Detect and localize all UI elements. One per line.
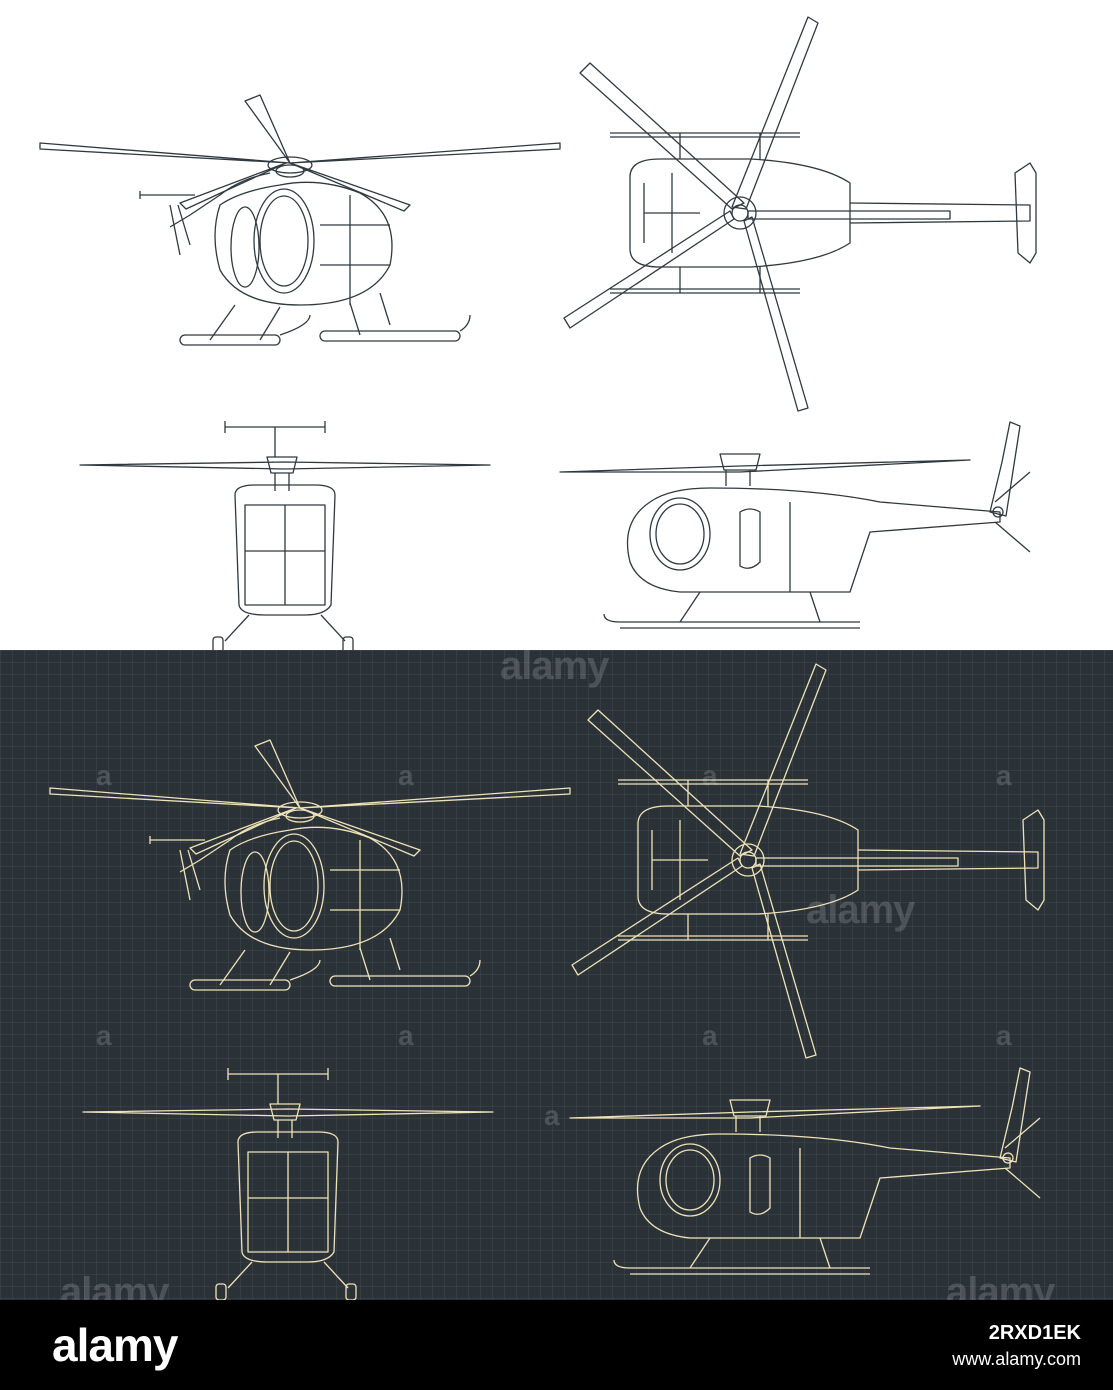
watermark-bottom-right: alamy (946, 1270, 1055, 1300)
light-drawings (39, 16, 1037, 650)
watermark-a-1: a (96, 760, 112, 791)
dark-drawings (49, 663, 1045, 1300)
stock-footer: alamy 2RXD1EK www.alamy.com (0, 1300, 1113, 1390)
helicopter-side-drawing-dark (569, 1067, 1041, 1275)
light-blueprint-panel (0, 0, 1113, 650)
helicopter-perspective-drawing (39, 94, 561, 346)
watermark-a-5: a (96, 1020, 112, 1051)
watermark-bottom-left: alamy (60, 1270, 169, 1300)
footer-meta: 2RXD1EK www.alamy.com (952, 1322, 1081, 1370)
watermark-a-7: a (702, 1020, 718, 1051)
watermark-a-4: a (996, 760, 1012, 791)
helicopter-front-drawing (79, 420, 491, 650)
helicopter-side-drawing (559, 421, 1031, 629)
watermark-a-2: a (398, 760, 414, 791)
helicopter-front-drawing-dark (82, 1067, 494, 1300)
helicopter-top-drawing (563, 16, 1037, 412)
watermark-a-9: a (544, 1100, 560, 1131)
dark-blueprint-panel: alamy alamy alamy alamy a a a a a a a a … (0, 650, 1113, 1300)
watermark-a-3: a (702, 760, 718, 791)
watermark-a-8: a (996, 1020, 1012, 1051)
alamy-logo: alamy (52, 1319, 178, 1371)
helicopter-perspective-drawing-dark (49, 739, 571, 991)
site-url: www.alamy.com (952, 1349, 1081, 1369)
helicopter-top-drawing-dark (571, 663, 1045, 1059)
image-id: 2RXD1EK (988, 1322, 1081, 1344)
watermark-top: alamy (500, 650, 609, 688)
watermark-center: alamy (806, 888, 915, 932)
watermark-a-6: a (398, 1020, 414, 1051)
